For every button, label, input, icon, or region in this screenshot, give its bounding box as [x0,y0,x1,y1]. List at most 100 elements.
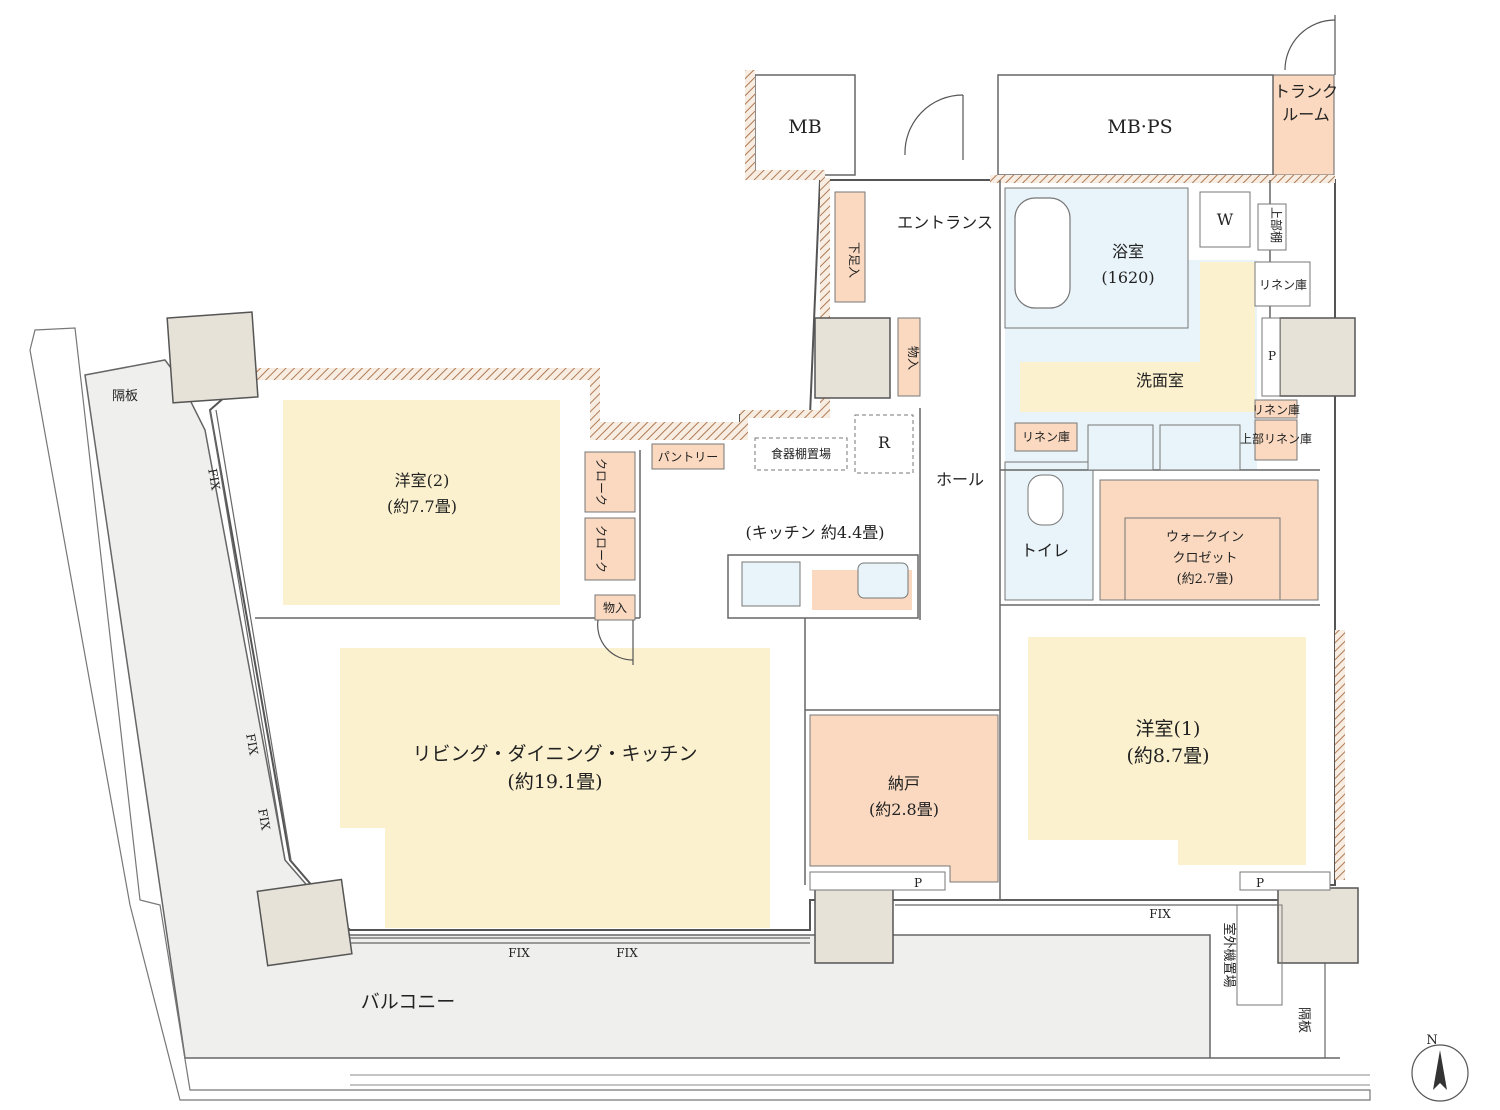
pantry-box [651,443,725,470]
wall-mb [745,70,755,175]
column-bottom-mid [814,887,894,964]
linen-2-box [1014,422,1078,452]
fix-label-3: FIX [1149,907,1171,921]
trunk-room-label-2: ルーム [1282,105,1330,124]
pipe-p-left: P [914,876,922,890]
fix-label-5: FIX [243,732,261,756]
pipe-p-right: P [1256,876,1264,890]
fix-label-1: FIX [508,946,530,960]
mb-ps-label: MB·PS [1107,116,1172,138]
wash-basin-1 [1087,424,1154,471]
western1-label: 洋室(1) [1136,718,1201,740]
column-top-left [166,311,259,404]
fridge-label: R [878,433,891,452]
interior-walls [255,180,1320,900]
entrance-label: エントランス [897,213,993,232]
column-bottom-right [1277,887,1359,964]
storage-w2 [594,594,636,621]
linen-3-box [1254,399,1298,419]
western2-size: (約7.7畳) [387,497,457,516]
upper-linen-box [1254,419,1298,461]
storeroom-size: (約2.8畳) [869,800,939,819]
closet-b-label: クローク [594,525,608,573]
closet-b [584,517,636,581]
storage-entrance-label: 物入 [906,346,920,370]
bathroom-label: 浴室 [1112,242,1144,261]
shoe-storage [834,191,866,303]
hall-label: ホール [936,470,984,489]
pipe-space-label: P [1268,349,1276,363]
wall-right [1335,630,1345,880]
north-label: N [1426,1033,1437,1048]
door-swings [597,15,1336,665]
linen-2-label: リネン庫 [1022,430,1070,444]
upper-linen-label: 上部リネン庫 [1240,431,1312,446]
bathtub [1014,197,1071,309]
wic-inner [1124,517,1281,601]
fix-label-6: FIX [255,807,273,831]
fix-label-2: FIX [616,946,638,960]
western2-floor [283,400,560,605]
wall-mb-bottom [745,170,825,180]
closet-a-label: クローク [594,458,608,506]
fridge-box [854,414,914,474]
closet-a [584,451,636,513]
ldk-floor-cut [340,828,385,928]
dish-shelf-label: 食器棚置場 [771,446,831,461]
outdoor-unit-box [1236,904,1283,1006]
western2-label: 洋室(2) [395,471,450,490]
upper-shelf-box [1257,203,1287,251]
washroom-label: 洗面室 [1136,371,1184,390]
shoe-storage-label: 下足入 [847,242,861,278]
pipe-box-left [809,871,946,891]
wash-basin-2 [1159,424,1241,471]
wall-entrance-left [820,178,830,418]
toilet-bowl [1027,474,1064,526]
storeroom-floor [809,714,999,883]
wic-size: (約2.7畳) [1177,572,1234,587]
wall-top-right [990,175,1335,183]
pipe-box-right [1239,871,1331,891]
upper-shelf-label: 上部棚 [1269,207,1284,243]
mb-label: MB [788,116,821,138]
trunk-room-label-1: トランク [1274,82,1338,101]
windows [209,409,1278,944]
ldk-label: リビング・ダイニング・キッチン [412,743,697,765]
trunk-room-floor [1271,74,1335,176]
column-bottom-left [256,878,353,967]
storage-w2-label: 物入 [603,601,627,615]
toilet-label: トイレ [1021,541,1069,560]
linen-1-label: リネン庫 [1259,278,1307,292]
linen-3-label: リネン庫 [1252,403,1300,417]
kitchen-label: (キッチン 約4.4畳) [745,523,884,542]
partition-right-label: 隔板 [1296,1007,1311,1033]
balcony-outer-rail [29,327,1371,1101]
pipe-box-side [1261,317,1281,397]
linen-1-box [1254,261,1311,307]
column-middle [814,317,891,399]
fix-label-4: FIX [205,467,223,491]
washing-machine-label: W [1217,210,1234,229]
western1-floor-cut [1028,840,1178,865]
sink [857,562,909,599]
wic-label-2: クロゼット [1172,551,1237,566]
western1-size: (約8.7畳) [1126,745,1209,767]
mb-ps-shaft [997,74,1274,176]
wall-kitchen-top [590,410,820,440]
column-right [1279,317,1356,397]
balcony-label: バルコニー [361,991,456,1013]
storeroom-label: 納戸 [888,774,920,793]
mb-shaft [754,74,856,176]
partition-left-label: 隔板 [112,389,138,404]
ldk-floor [340,648,770,928]
wic-label: ウォークイン [1166,530,1244,545]
bathroom-size: (1620) [1101,268,1154,287]
storage-entrance [897,317,921,397]
dish-shelf-box [754,437,848,471]
outdoor-unit-label: 室外機置場 [1221,922,1237,987]
washing-machine-space [1199,191,1251,248]
washroom-counter-2 [1200,262,1255,412]
north-arrow-icon [1433,1050,1447,1090]
ldk-size: (約19.1畳) [507,771,602,793]
